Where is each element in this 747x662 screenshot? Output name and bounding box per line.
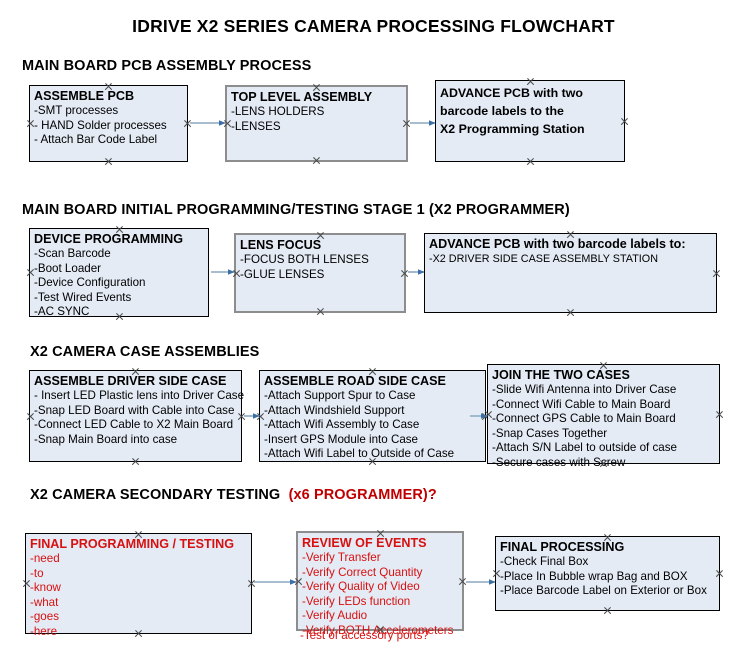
node-line: -Device Configuration [34, 276, 146, 290]
node-join-the-two-cases[interactable]: JOIN THE TWO CASES -Slide Wifi Antenna i… [487, 364, 720, 469]
node-line: - HAND Solder processes [34, 118, 167, 132]
node-title: FINAL PROGRAMMING / TESTING [30, 537, 235, 551]
node-line: -Verify Quality of Video [302, 580, 420, 594]
resize-handle-right[interactable] [237, 412, 246, 421]
node-title: ASSEMBLE ROAD SIDE CASE [264, 374, 446, 388]
resize-handle-right[interactable] [458, 577, 467, 586]
resize-handle-right[interactable] [247, 579, 256, 588]
node-line: - Attach Bar Code Label [34, 133, 158, 147]
node-line: -Place Barcode Label on Exterior or Box [500, 584, 707, 598]
node-title: ADVANCE PCB with two barcode labels to: [429, 237, 686, 251]
node-line: -Slide Wifi Antenna into Driver Case [492, 383, 677, 396]
node-line: -Verify Transfer [302, 551, 381, 564]
node-line: -Connect GPS Cable to Main Board [492, 412, 676, 426]
node-final-programming-testing[interactable]: FINAL PROGRAMMING / TESTING -need -to -k… [25, 533, 252, 638]
section-heading-text: X2 CAMERA SECONDARY TESTING [30, 487, 281, 503]
node-line: -Place In Bubble wrap Bag and BOX [500, 569, 688, 583]
node-title: JOIN THE TWO CASES [492, 368, 630, 382]
node-line: -here [30, 624, 58, 638]
node-line: -Scan Barcode [34, 247, 111, 260]
node-line: -AC SYNC [34, 305, 90, 319]
node-device-programming[interactable]: DEVICE PROGRAMMING -Scan Barcode -Boot L… [29, 228, 209, 319]
section-heading-text: MAIN BOARD PCB ASSEMBLY PROCESS [22, 58, 312, 74]
node-line: -Attach Support Spur to Case [264, 389, 416, 402]
node-title: REVIEW OF EVENTS [302, 536, 427, 550]
node-line: -what [30, 595, 59, 609]
resize-handle-bottom[interactable] [131, 457, 140, 466]
node-line: -know [30, 581, 61, 595]
node-line: -Attach S/N Label to outside of case [492, 441, 677, 455]
node-line: -SMT processes [34, 104, 119, 117]
node-line: -Boot Loader [34, 261, 102, 275]
section-heading-main-board-initial-programming: MAIN BOARD INITIAL PROGRAMMING/TESTING S… [22, 202, 570, 218]
node-line: -Snap Main Board into case [34, 432, 178, 446]
resize-handle-right[interactable] [402, 119, 411, 128]
node-line: -Connect LED Cable to X2 Main Board [34, 418, 234, 432]
node-assemble-driver-side-case[interactable]: ASSEMBLE DRIVER SIDE CASE - Insert LED P… [29, 370, 245, 462]
resize-handle-bottom[interactable] [312, 156, 321, 165]
node-line: -Secure cases with Screw [492, 455, 626, 469]
node-review-of-events-overflow-line: -Test of accessory ports? [300, 629, 429, 642]
node-line: -Attach Wifi Label to Outside of Case [264, 447, 455, 461]
node-title: ASSEMBLE PCB [34, 89, 135, 103]
node-line: -Attach Wifi Assembly to Case [264, 418, 420, 432]
node-line: -Verify BOTH Accelerometers [302, 623, 454, 637]
page-title: IDRIVE X2 SERIES CAMERA PROCESSING FLOWC… [132, 16, 615, 36]
section-heading-main-board-pcb-assembly-process: MAIN BOARD PCB ASSEMBLY PROCESS [22, 58, 311, 74]
resize-handle-right[interactable] [715, 410, 724, 419]
node-title: TOP LEVEL ASSEMBLY [231, 90, 373, 104]
node-lens-focus[interactable]: LENS FOCUS -FOCUS BOTH LENSES -GLUE LENS… [234, 233, 406, 313]
resize-handle-right[interactable] [183, 119, 192, 128]
node-title: DEVICE PROGRAMMING [34, 232, 184, 246]
section-heading-x2-camera-secondary-testing: X2 CAMERA SECONDARY TESTING (x6 PROGRAMM… [30, 487, 437, 503]
node-title: ASSEMBLE DRIVER SIDE CASE [34, 374, 227, 388]
resize-handle-bottom[interactable] [526, 157, 535, 166]
resize-handle-bottom[interactable] [603, 606, 612, 615]
resize-handle-right[interactable] [400, 269, 409, 278]
resize-handle-bottom[interactable] [316, 307, 325, 316]
node-assemble-road-side-case[interactable]: ASSEMBLE ROAD SIDE CASE -Attach Support … [259, 370, 486, 462]
node-line: -Verify Correct Quantity [302, 565, 423, 579]
node-advance-pcb-programming-station[interactable]: ADVANCE PCB with two barcode labels to t… [435, 80, 625, 162]
node-line: -GLUE LENSES [240, 267, 325, 281]
node-top-level-assembly[interactable]: TOP LEVEL ASSEMBLY -LENS HOLDERS -LENSES [225, 85, 408, 162]
node-line: -LENS HOLDERS [231, 105, 325, 118]
node-line: -FOCUS BOTH LENSES [240, 253, 369, 266]
node-line: -Verify LEDs function [302, 594, 411, 608]
node-line: -Connect Wifi Cable to Main Board [492, 397, 671, 411]
node-advance-pcb-driver-side-case[interactable]: ADVANCE PCB with two barcode labels to: … [424, 233, 717, 313]
node-line: -goes [30, 610, 60, 624]
node-line: barcode labels to the [440, 104, 564, 118]
node-line: X2 Programming Station [440, 122, 585, 136]
node-final-processing[interactable]: FINAL PROCESSING -Check Final Box -Place… [495, 536, 720, 611]
node-title: ADVANCE PCB with two [440, 86, 583, 100]
resize-handle-bottom[interactable] [566, 308, 575, 317]
node-title: LENS FOCUS [240, 238, 322, 252]
node-line: -Snap Cases Together [492, 426, 608, 440]
resize-handle-right[interactable] [620, 117, 629, 126]
section-heading-text: X2 CAMERA CASE ASSEMBLIES [30, 344, 260, 360]
node-line: -to [30, 566, 44, 580]
resize-handle-right[interactable] [715, 569, 724, 578]
node-assemble-pcb[interactable]: ASSEMBLE PCB -SMT processes - HAND Solde… [29, 85, 188, 162]
node-line: -X2 DRIVER SIDE CASE ASSEMBLY STATION [429, 253, 658, 265]
node-line: - Insert LED Plastic lens into Driver Ca… [34, 389, 245, 402]
node-review-of-events[interactable]: REVIEW OF EVENTS -Verify Transfer -Verif… [296, 531, 467, 637]
section-heading-accent: (x6 PROGRAMMER)? [288, 487, 437, 503]
node-line: -Attach Windshield Support [264, 403, 405, 417]
resize-handle-right[interactable] [712, 269, 721, 278]
section-heading-text: MAIN BOARD INITIAL PROGRAMMING/TESTING S… [22, 202, 570, 218]
node-line: -Verify Audio [302, 609, 368, 623]
section-heading-x2-camera-case-assemblies: X2 CAMERA CASE ASSEMBLIES [30, 344, 259, 360]
node-line: -LENSES [231, 119, 281, 133]
node-line: -Test Wired Events [34, 290, 132, 304]
node-line: -Snap LED Board with Cable into Case [34, 403, 235, 417]
node-line: -Check Final Box [500, 555, 589, 568]
resize-handle-bottom[interactable] [104, 157, 113, 166]
node-title: FINAL PROCESSING [500, 540, 625, 554]
node-line: -need [30, 552, 60, 565]
node-line: -Insert GPS Module into Case [264, 432, 419, 446]
